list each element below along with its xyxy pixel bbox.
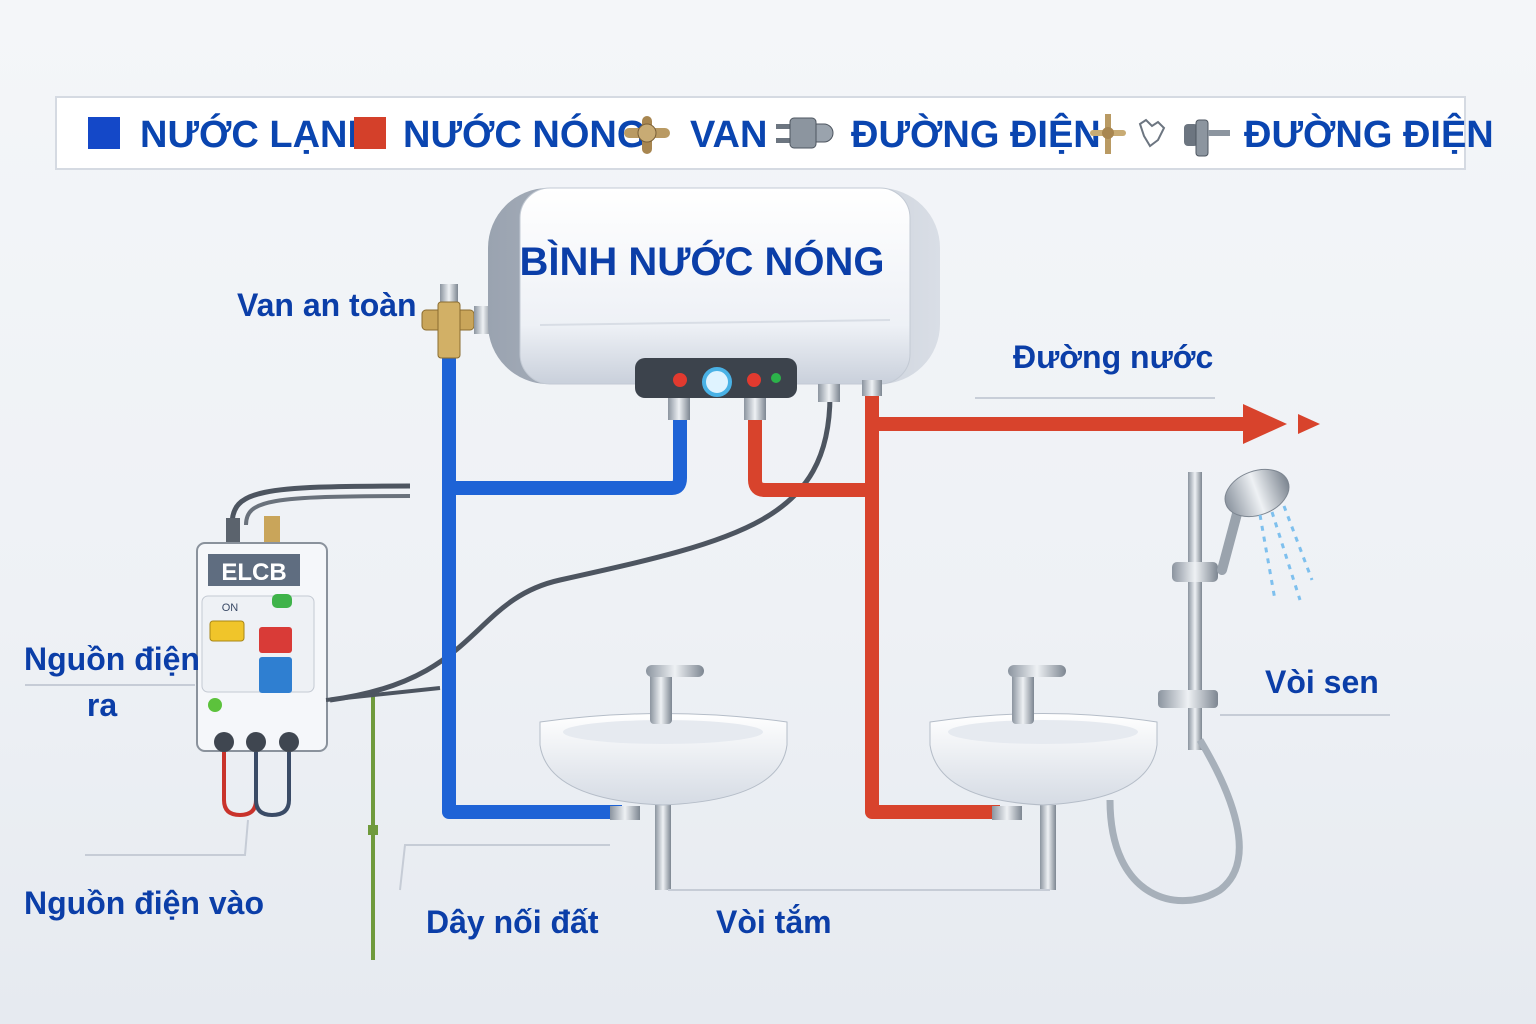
plug-icon [1184, 119, 1230, 157]
valve-stem-icon [1090, 114, 1126, 154]
elcb-blue-switch[interactable] [259, 657, 292, 693]
label-power-in: Nguồn điện vào [24, 885, 264, 921]
elcb-title: ELCB [221, 559, 286, 586]
legend-power-line-1: ĐƯỜNG ĐIỆN [851, 112, 1101, 156]
legend-valve: VAN [690, 114, 767, 156]
legend: NƯỚC LẠNH NƯỚC NÓNG VAN ĐƯỜNG ĐIỆN ĐƯỜNG… [55, 96, 1494, 170]
power-cables [229, 394, 833, 703]
indicator-light [673, 373, 687, 387]
label-shower: Vòi sen [1265, 664, 1379, 700]
label-ground-wire: Dây nối đất [426, 904, 599, 940]
water-heater-tank: BÌNH NƯỚC NÓNG [488, 187, 940, 385]
sink-left [539, 665, 788, 890]
shower-head[interactable] [1218, 461, 1295, 525]
plug-icon [776, 117, 834, 149]
cold-water-pipes [442, 350, 687, 819]
heater-control-panel [635, 358, 797, 398]
terminal [279, 732, 299, 752]
sink-right [929, 665, 1158, 890]
elcb-breaker: ELCB ON [196, 516, 328, 752]
label-water-line: Đường nước [1013, 339, 1213, 375]
elcb-test-button[interactable] [209, 620, 245, 642]
shower-set [1106, 461, 1314, 905]
heart-icon [1138, 118, 1166, 148]
label-safety-valve: Van an toàn [237, 287, 417, 323]
elcb-on-label: ON [222, 602, 239, 614]
power-light [771, 373, 781, 383]
water-spray [1258, 505, 1314, 601]
faucet[interactable] [650, 668, 672, 724]
elcb-green-button[interactable] [272, 594, 292, 608]
faucet[interactable] [1012, 668, 1034, 724]
hot-water-pipes [748, 392, 1245, 819]
legend-cold-water: NƯỚC LẠNH [140, 112, 375, 156]
label-power-out: Nguồn điện [24, 641, 200, 677]
elcb-red-switch[interactable] [259, 627, 292, 653]
heater-title: BÌNH NƯỚC NÓNG [519, 238, 884, 284]
legend-power-line-2: ĐƯỜNG ĐIỆN [1244, 112, 1494, 156]
hot-water-swatch [354, 117, 386, 149]
terminal [246, 732, 266, 752]
cold-water-swatch [88, 117, 120, 149]
temperature-knob[interactable] [702, 367, 732, 397]
legend-hot-water: NƯỚC NÓNG [403, 112, 646, 156]
flow-arrow [1243, 404, 1287, 444]
indicator-light [747, 373, 761, 387]
label-power-out-2: ra [87, 687, 117, 723]
terminal [214, 732, 234, 752]
label-bath-faucet: Vòi tắm [716, 904, 832, 940]
valve-icon [624, 116, 670, 154]
safety-valve [421, 284, 492, 359]
flow-arrow-small [1298, 414, 1320, 434]
